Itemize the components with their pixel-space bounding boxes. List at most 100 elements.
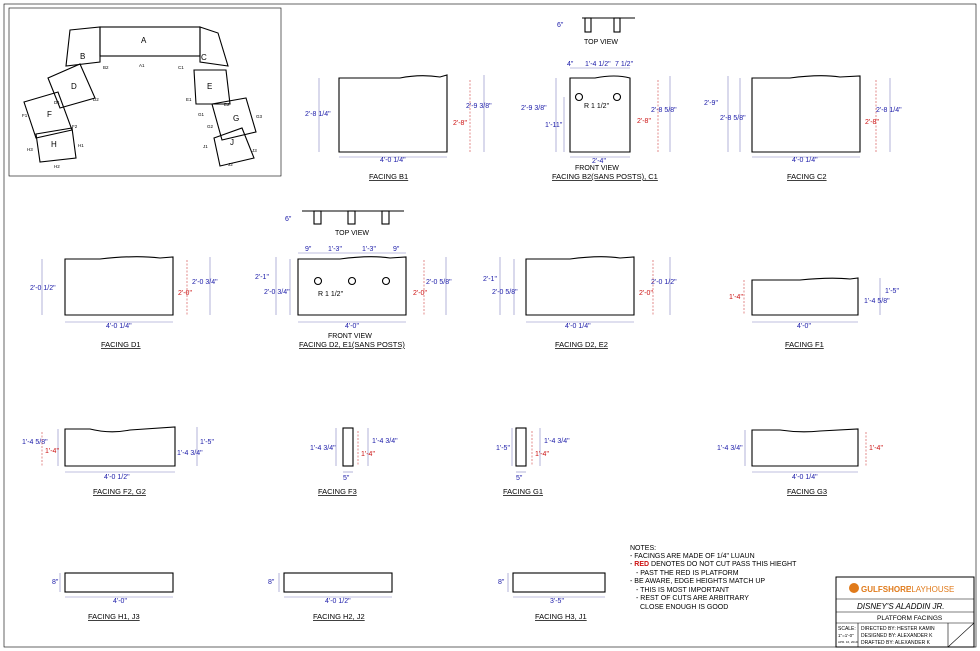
f3-width-dim: 5" [343,475,350,482]
marker-g1: G1 [198,112,205,117]
platform-label-h: H [51,140,57,149]
f1-width-dim: 4'-0" [797,323,811,330]
marker-j3: J3 [252,148,257,153]
gulfshore-logo-icon [849,583,859,593]
b2-width-dim: 2'-4" [592,158,606,165]
d2-post-height-dim: 6" [285,216,292,223]
f2-left-height-dim: 1'-4 5/8" [22,439,48,446]
d2-post-hole-icon [381,276,391,286]
platform-b [65,26,101,67]
b2-front-view-label: FRONT VIEW [575,165,619,172]
b2-post-hole-icon [612,92,622,102]
marker-b2: B2 [103,65,109,70]
facing-c2: 4'-0 1/4" 2'-9" 2'-8 5/8" 2'-8 1/4" 2'-8… [704,75,902,181]
g1-right-height-dim: 1'-4 3/4" [544,438,570,445]
b2-post-height-dim: 6" [557,22,564,29]
d1-red-height-dim: 2'-0" [178,290,192,297]
d2-right-height-dim: 2'-0 5/8" [426,279,452,286]
b2-right-height-dim: 2'-8 5/8" [651,107,677,114]
b2-radius-label: R 1 1/2" [584,103,610,110]
notes-line-6: - REST OF CUTS ARE ARBITRARY [636,595,749,602]
platform-a [99,26,201,57]
title-block: GULFSHORE PLAYHOUSE DISNEY'S ALADDIN JR.… [835,576,975,648]
show-title: DISNEY'S ALADDIN JR. [857,602,944,611]
f3-title: FACING F3 [318,487,357,496]
facing-b1: 4'-0 1/4" 2'-8 1/4" 2'-9 3/8" 2'-8" FACI… [305,74,492,181]
facing-g1: 5" 1'-5" 1'-4 3/4" 1'-4" FACING G1 [496,427,570,496]
marker-j2: J2 [228,162,233,167]
notes-line-7: CLOSE ENOUGH IS GOOD [640,604,728,611]
d2-title: FACING D2, E1(SANS POSTS) [299,340,405,349]
platform-label-j: J [230,138,234,147]
d2-left-height-dim-b: 2'-0 3/4" [264,289,290,296]
f2-right-height-dim-b: 1'-4 3/4" [177,450,203,457]
d1-right-height-dim: 2'-0 3/4" [192,279,218,286]
f1-right-height-dim-a: 1'-5" [885,288,899,295]
facing-h1: 4'-0" 8" FACING H1, J3 [52,572,174,621]
b1-right-height-dim: 2'-9 3/8" [466,103,492,110]
facing-f3: 5" 1'-4 3/4" 1'-4 3/4" 1'-4" FACING F3 [310,427,398,496]
marker-g2: G2 [207,124,214,129]
g1-title: FACING G1 [503,487,543,496]
c2-right-height-dim: 2'-8 1/4" [876,107,902,114]
e2-title: FACING D2, E2 [555,340,608,349]
b2-post-hole-icon [574,92,584,102]
logo-main: GULFSHORE [861,585,912,594]
d2-red-height-dim: 2'-0" [413,290,427,297]
g1-left-height-dim: 1'-5" [496,445,510,452]
g3-left-height-dim: 1'-4 3/4" [717,445,743,452]
marker-f1: F1 [22,113,28,118]
marker-e2: E2 [224,102,230,107]
c2-left-height-dim-a: 2'-9" [704,100,718,107]
marker-j1: J1 [203,144,208,149]
marker-f2: F2 [72,124,78,129]
f1-right-height-dim-b: 1'-4 5/8" [864,298,890,305]
facing-b2-top-view: 6" TOP VIEW [557,17,635,46]
b2-left-height-dim: 2'-9 3/8" [521,105,547,112]
d2-top-dim-a: 9" [305,246,312,253]
sheet-border [3,3,977,648]
b2-post-height-to-floor: 1'-11" [545,122,563,129]
facing-g3: 4'-0 1/4" 1'-4 3/4" 1'-4" FACING G3 [717,428,883,496]
h2-width-dim: 4'-0 1/2" [325,598,351,605]
d2-top-dim-c: 1'-3" [362,246,376,253]
directed-by: DIRECTED BY: HESTER KAMIN [861,626,935,632]
marker-h1: H1 [78,143,84,148]
platform-label-b: B [80,52,85,61]
notes-line-5: - THIS IS MOST IMPORTANT [636,587,730,594]
e2-width-dim: 4'-0 1/4" [565,323,591,330]
d1-left-height-dim: 2'-0 1/2" [30,285,56,292]
marker-e1: E1 [186,97,192,102]
platform-j [213,127,255,167]
e2-left-height-dim-b: 2'-0 5/8" [492,289,518,296]
platform-label-g: G [233,114,239,123]
h2-height-dim: 8" [268,579,275,586]
c2-red-height-dim: 2'-8" [865,119,879,126]
f2-red-height-dim: 1'-4" [45,448,59,455]
platform-g [211,97,257,141]
marker-g3: G3 [256,114,263,119]
drafted-by: DRAFTED BY: ALEXANDER K [861,640,931,646]
c2-width-dim: 4'-0 1/4" [792,157,818,164]
facing-e2: 4'-0 1/4" 2'-1" 2'-0 5/8" 2'-0 1/2" 2'-0… [483,256,677,349]
marker-c1: C1 [178,65,184,70]
h2-title: FACING H2, J2 [313,612,365,621]
platform-label-a: A [141,36,147,45]
d2-left-height-dim-a: 2'-1" [255,274,269,281]
f2-title: FACING F2, G2 [93,487,146,496]
marker-d2: D2 [93,97,99,102]
facing-d2-top-view: 6" TOP VIEW [285,210,404,237]
platform-label-e: E [207,82,212,91]
d2-radius-label: R 1 1/2" [318,291,344,298]
h1-height-dim: 8" [52,579,59,586]
e2-right-height-dim: 2'-0 1/2" [651,279,677,286]
platform-h [35,127,77,163]
g3-red-height-dim: 1'-4" [869,445,883,452]
h3-height-dim: 8" [498,579,505,586]
g3-width-dim: 4'-0 1/4" [792,474,818,481]
g1-red-height-dim: 1'-4" [535,451,549,458]
f2-right-height-dim-a: 1'-5" [200,439,214,446]
d2-post-hole-icon [313,276,323,286]
b1-left-height-dim: 2'-8 1/4" [305,111,331,118]
